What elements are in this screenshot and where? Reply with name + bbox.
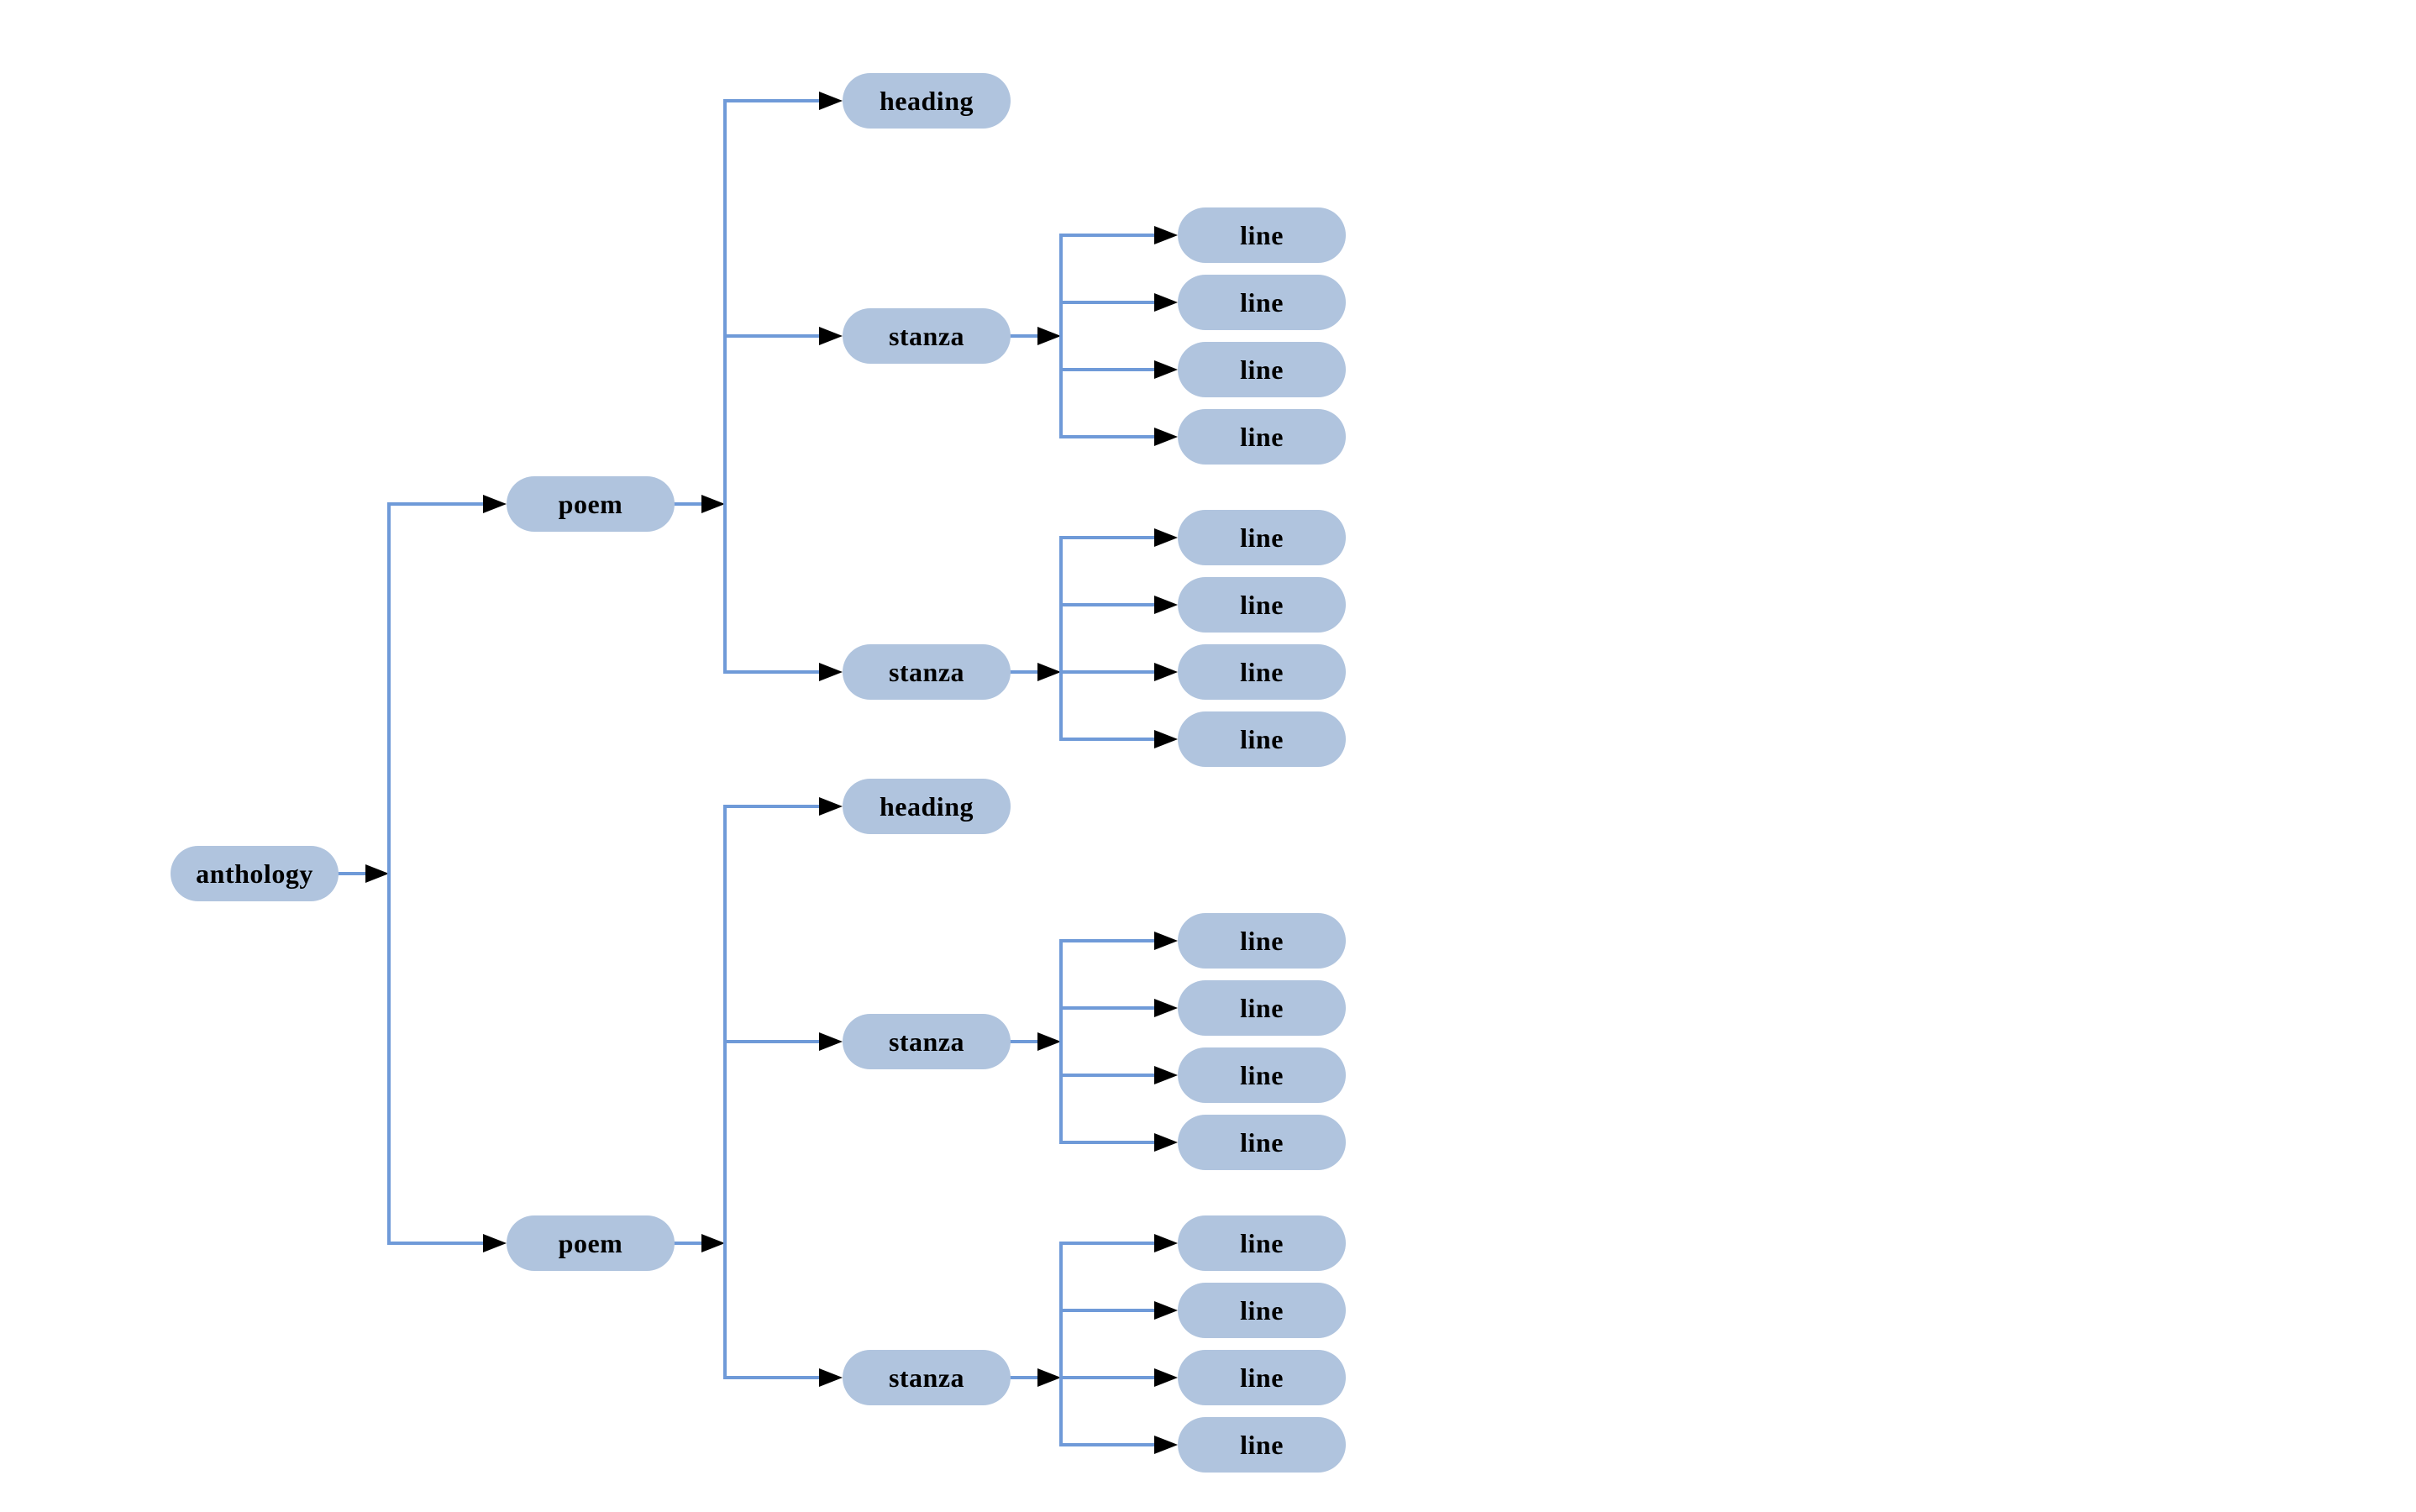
arrowhead-icon (1154, 428, 1178, 446)
arrowhead-icon (1154, 663, 1178, 681)
arrowhead-icon (701, 1234, 725, 1252)
arrowhead-icon (1154, 528, 1178, 547)
arrowhead-icon (819, 1368, 843, 1387)
arrowhead-icon (1154, 1301, 1178, 1320)
arrowhead-icon (1154, 596, 1178, 614)
tree-node-stanza-4: stanza (843, 1350, 1011, 1405)
tree-node-poem-2: poem (507, 1215, 675, 1271)
tree-node-line-2-1: line (1178, 510, 1346, 565)
arrowhead-icon (1154, 360, 1178, 379)
arrowhead-icon (819, 327, 843, 345)
tree-node-stanza-2: stanza (843, 644, 1011, 700)
arrowhead-icon (1154, 1436, 1178, 1454)
arrowhead-icon (1154, 932, 1178, 950)
arrowhead-icon (1154, 1066, 1178, 1084)
tree-node-line-1-4: line (1178, 409, 1346, 465)
tree-node-line-3-2: line (1178, 980, 1346, 1036)
arrowhead-icon (483, 1234, 507, 1252)
arrowhead-icon (365, 864, 389, 883)
tree-node-line-1-1: line (1178, 207, 1346, 263)
tree-node-stanza-1: stanza (843, 308, 1011, 364)
tree-node-stanza-3: stanza (843, 1014, 1011, 1069)
arrowhead-icon (483, 495, 507, 513)
arrowhead-icon (819, 1032, 843, 1051)
tree-node-line-1-2: line (1178, 275, 1346, 330)
tree-node-line-4-1: line (1178, 1215, 1346, 1271)
tree-node-poem-1: poem (507, 476, 675, 532)
arrowhead-icon (819, 663, 843, 681)
arrowhead-icon (701, 495, 725, 513)
tree-node-line-2-4: line (1178, 711, 1346, 767)
arrowhead-icon (1037, 327, 1061, 345)
arrowhead-icon (819, 797, 843, 816)
arrowhead-icon (1154, 1368, 1178, 1387)
tree-node-line-1-3: line (1178, 342, 1346, 397)
tree-node-line-2-3: line (1178, 644, 1346, 700)
arrowhead-icon (1154, 1234, 1178, 1252)
arrowhead-icon (1154, 999, 1178, 1017)
arrowhead-icon (1037, 1368, 1061, 1387)
arrowhead-icon (1037, 1032, 1061, 1051)
tree-node-line-3-4: line (1178, 1115, 1346, 1170)
arrowhead-icon (1154, 293, 1178, 312)
arrowhead-icon (1154, 226, 1178, 244)
tree-node-line-3-3: line (1178, 1047, 1346, 1103)
tree-node-anthology: anthology (171, 846, 339, 901)
tree-node-line-2-2: line (1178, 577, 1346, 633)
arrowhead-icon (819, 92, 843, 110)
arrowhead-icon (1154, 730, 1178, 748)
arrowhead-icon (1154, 1133, 1178, 1152)
tree-node-line-4-3: line (1178, 1350, 1346, 1405)
tree-node-heading-1: heading (843, 73, 1011, 129)
tree-node-line-4-2: line (1178, 1283, 1346, 1338)
tree-node-line-4-4: line (1178, 1417, 1346, 1473)
tree-node-heading-2: heading (843, 779, 1011, 834)
tree-node-line-3-1: line (1178, 913, 1346, 969)
arrowhead-icon (1037, 663, 1061, 681)
